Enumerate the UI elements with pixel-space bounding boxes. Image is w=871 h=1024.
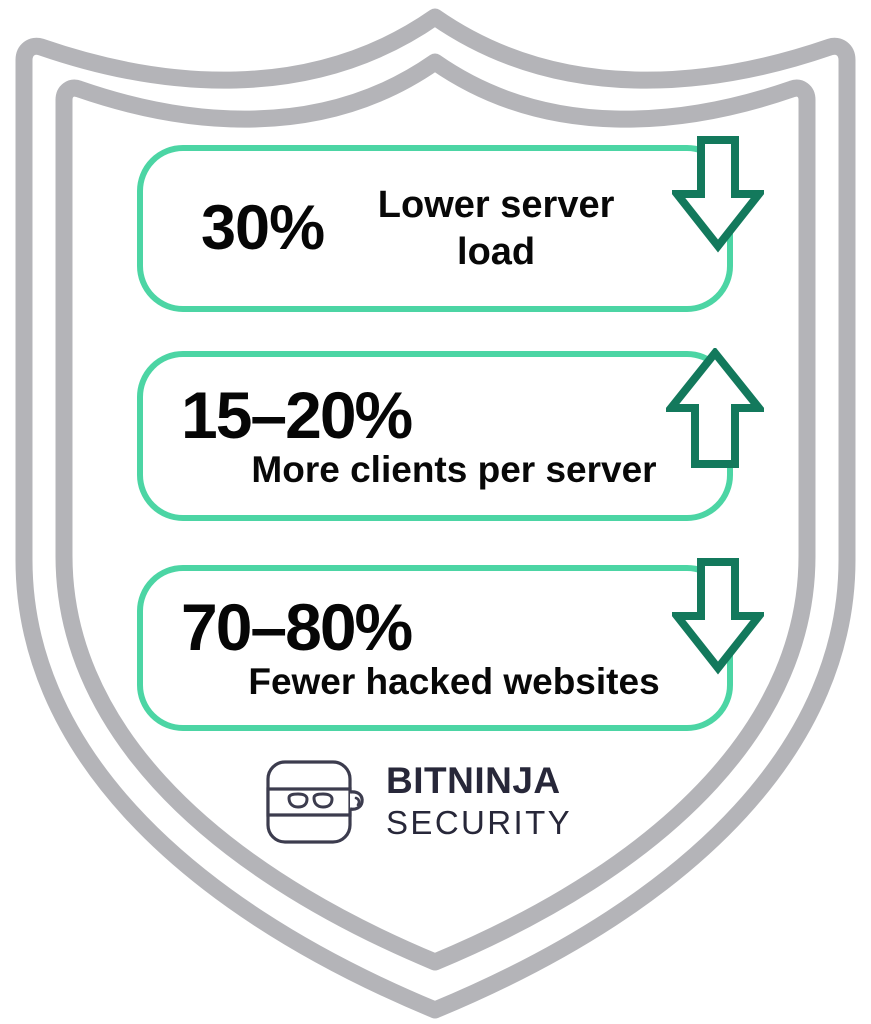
stat-value: 30% xyxy=(201,193,325,263)
brand-name: BITNINJA xyxy=(386,760,561,802)
stat-card: 30% Lower server load xyxy=(137,145,733,312)
brand-lockup: BITNINJA SECURITY xyxy=(264,750,594,854)
stat-label: More clients per server xyxy=(251,449,657,491)
brand-subtitle: SECURITY xyxy=(386,803,573,841)
stat-card: 15–20% More clients per server xyxy=(137,351,733,521)
stat-card-content: 30% Lower server load xyxy=(143,151,727,306)
stat-label: Fewer hacked websites xyxy=(248,661,660,703)
shield-inner-path xyxy=(55,53,816,971)
stat-card: 70–80% Fewer hacked websites xyxy=(137,565,733,731)
arrow-down-icon xyxy=(672,558,764,675)
brand-text-block: BITNINJA SECURITY xyxy=(386,760,573,842)
shield-outer-path xyxy=(15,8,856,1019)
stat-card-content: 70–80% Fewer hacked websites xyxy=(143,571,727,725)
stat-card-content: 15–20% More clients per server xyxy=(143,357,727,515)
arrow-up-icon xyxy=(666,348,764,468)
stat-label: Lower server load xyxy=(377,184,615,273)
stat-value: 15–20% xyxy=(181,377,413,452)
stat-value: 70–80% xyxy=(181,589,413,664)
ninja-head-icon xyxy=(266,760,364,844)
arrow-down-icon xyxy=(672,136,764,253)
